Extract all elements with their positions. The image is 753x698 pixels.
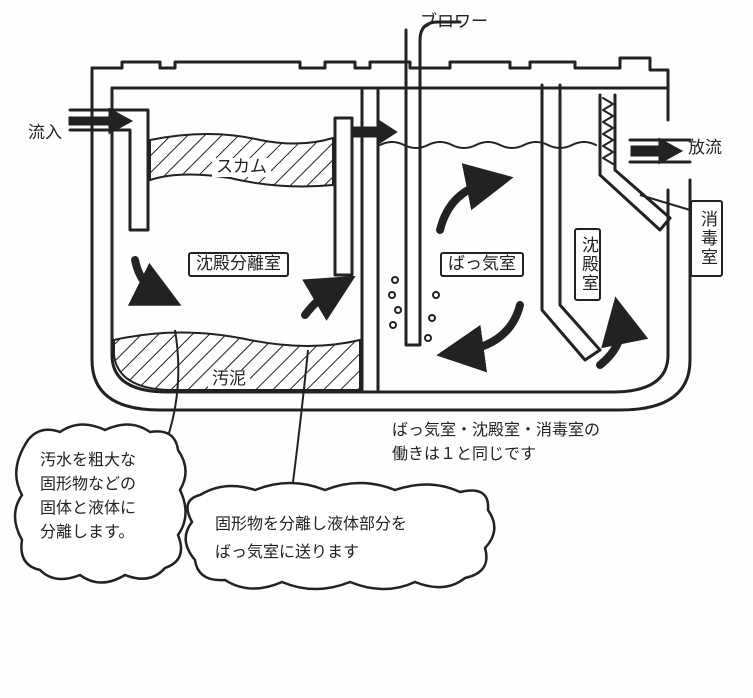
bubble-left-line: 固形物などの [40,474,137,493]
bubble-left-line: 固体と液体に [40,498,137,517]
air-bubble [424,334,432,342]
discharge-label: 放流 [688,138,722,158]
bubble-left-line: 汚水を粗大な [40,450,137,469]
speech-bubble-left [13,423,187,584]
inflow-label: 流入 [28,123,62,143]
air-bubble [432,291,440,299]
blower-pipe [404,20,462,347]
transfer-pipe [333,116,354,277]
sedimentation-baffle [540,83,602,362]
aeration-chamber-label: ばっ気室 [440,252,524,277]
tank-outer-wall [90,66,692,412]
disinfection-chamber-label: 消毒室 [690,200,723,277]
air-bubble [389,321,397,329]
circulation-arrow-bottom [436,301,524,373]
sedimentation-chamber-label: 沈殿室 [574,228,601,301]
flow-arrow-down-left [127,256,182,306]
air-bubble [428,314,436,322]
air-bubble [388,291,396,299]
settling-arrow [596,296,649,369]
water-surface [379,141,597,149]
sludge-label: 汚泥 [208,370,250,389]
bubble-left-text: 汚水を粗大な 固形物などの 固体と液体に 分離します。 [40,448,136,544]
inflow-arrow [68,107,134,135]
transfer-arrow [350,118,398,146]
bubble-left-line: 分離します。 [40,522,135,541]
scum-label: スカム [212,158,271,177]
tank-inner-wall [110,86,670,394]
disinfection-leader [639,194,691,211]
blower-label: ブロワー [420,12,488,32]
tank-top [90,56,670,122]
sedimentation-separation-chamber-label: 沈殿分離室 [188,252,289,277]
inlet-pipe [68,108,150,232]
speech-bubble-right [184,481,496,591]
chambers-note-line: 働きは１と同じです [392,444,537,463]
chambers-note-line: ばっ気室・沈殿室・消毒室の [392,420,601,439]
sludge-layer [113,331,361,391]
bubble-right-text: 固形物を分離し液体部分を ばっ気室に送ります [215,510,407,566]
bubble-right-line: 固形物を分離し液体部分を [215,514,408,533]
air-bubble [394,306,402,314]
disinfector-coil [602,97,614,165]
flow-arrow-up-right [301,275,356,321]
disinfector-tube [598,93,672,232]
circulation-arrow-top [436,163,514,234]
bubble-right-line: ばっ気室に送ります [215,542,360,561]
air-bubble [391,276,399,284]
chambers-note: ばっ気室・沈殿室・消毒室の 働きは１と同じです [392,418,600,466]
discharge-arrow [630,137,684,165]
